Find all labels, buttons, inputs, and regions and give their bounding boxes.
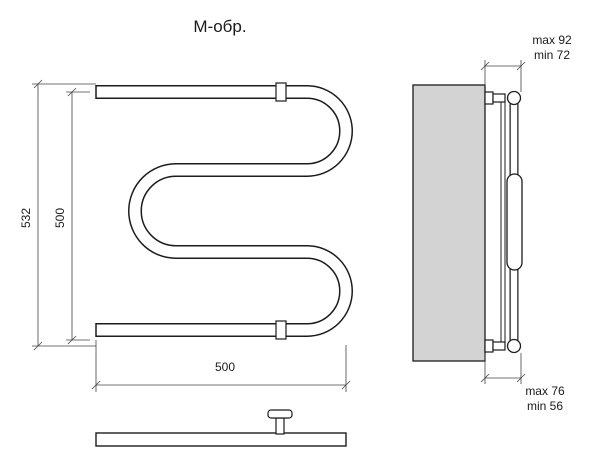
side-top-end-circle	[506, 90, 522, 106]
top-view-pipe	[95, 432, 347, 447]
side-bottom-mount-stem	[492, 341, 506, 351]
side-bottom-mount-flange	[484, 339, 494, 353]
side-middle-bend	[506, 173, 523, 271]
side-view	[412, 84, 523, 362]
side-bottom-end-circle	[506, 338, 522, 354]
front-view	[95, 82, 353, 340]
wall-block	[412, 84, 486, 362]
top-view-connector-stem	[275, 417, 285, 435]
dimension-depth-top: max 92 min 72	[480, 33, 572, 92]
top-coupling	[275, 82, 287, 102]
top-view	[95, 409, 347, 447]
dimension-depth-bottom: max 76 min 56	[480, 353, 565, 413]
depth-top-min-label: min 72	[534, 48, 570, 62]
depth-top-max-label: max 92	[532, 33, 572, 47]
side-top-mount-flange	[484, 91, 494, 105]
inner-height-label: 500	[53, 208, 67, 228]
depth-bottom-max-label: max 76	[525, 384, 565, 398]
bottom-coupling	[275, 320, 287, 340]
side-top-mount-stem	[492, 93, 506, 103]
drawing-title: М-обр.	[193, 17, 246, 36]
dimension-inner-height: 500	[53, 87, 90, 345]
dimension-overall-height: 532	[19, 79, 96, 351]
width-label: 500	[215, 360, 235, 374]
dimension-width: 500	[91, 340, 351, 392]
overall-height-label: 532	[19, 208, 33, 228]
depth-bottom-min-label: min 56	[527, 399, 563, 413]
top-view-connector-flange	[267, 409, 293, 419]
m-shaped-pipe-inner	[96, 86, 352, 336]
